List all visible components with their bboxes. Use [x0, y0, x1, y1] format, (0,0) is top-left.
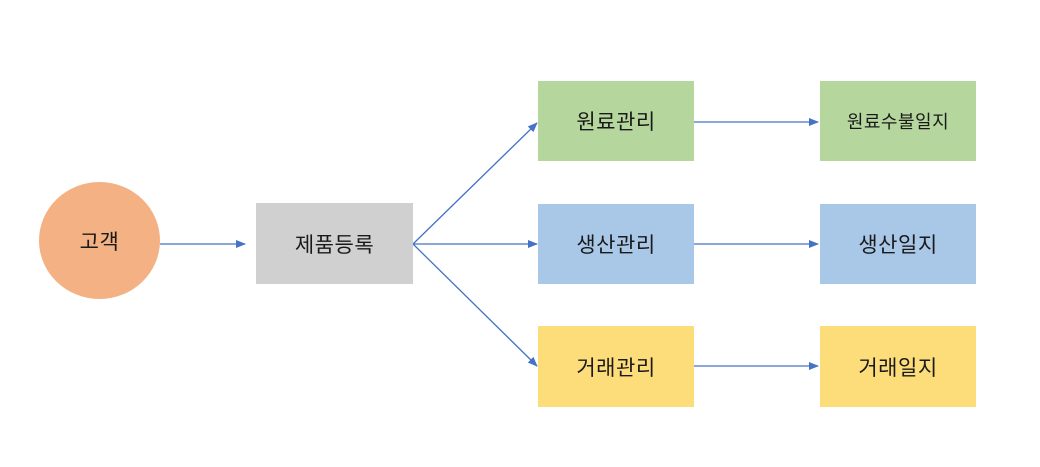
node-trade-management: 거래관리: [538, 326, 694, 407]
node-production-management: 생산관리: [538, 204, 694, 284]
node-material-management: 원료관리: [538, 81, 694, 161]
node-material-management-label: 원료관리: [576, 110, 656, 134]
node-customer: 고객: [39, 182, 160, 299]
node-material-log: 원료수불일지: [820, 81, 976, 161]
node-material-log-label: 원료수불일지: [846, 112, 950, 133]
node-trade-log: 거래일지: [820, 326, 976, 407]
arrow-product-to-material: [412, 122, 538, 245]
node-trade-management-label: 거래관리: [576, 355, 656, 380]
node-customer-label: 고객: [79, 229, 120, 254]
node-production-log-label: 생산일지: [858, 233, 938, 257]
node-product-registration-label: 제품등록: [294, 232, 375, 257]
arrow-product-to-trade: [412, 243, 538, 367]
node-production-log: 생산일지: [820, 204, 976, 284]
node-trade-log-label: 거래일지: [858, 355, 938, 380]
node-production-management-label: 생산관리: [576, 233, 656, 257]
node-product-registration: 제품등록: [256, 203, 413, 284]
